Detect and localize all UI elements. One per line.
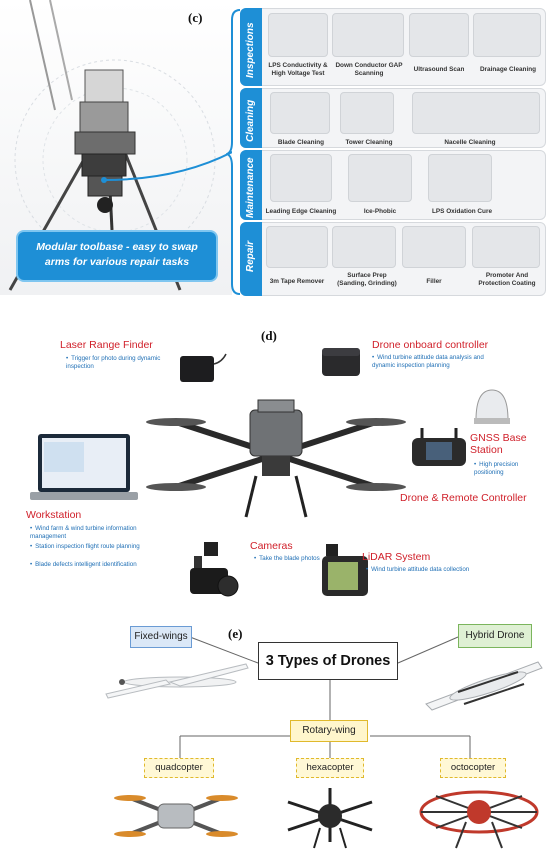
tool-image	[332, 13, 404, 57]
remote-title: Drone & Remote Controller	[400, 492, 527, 504]
tool-image	[473, 13, 541, 57]
drone-image	[146, 399, 406, 518]
hexacopter-image	[287, 788, 373, 849]
tool-image	[270, 92, 330, 134]
category-title: Repair	[245, 240, 256, 272]
category-tab-inspections: Inspections	[240, 8, 262, 86]
tool-caption: Filler	[426, 278, 442, 285]
tool-caption: Blade Cleaning	[277, 139, 325, 146]
panel-label-c: (c)	[188, 10, 203, 25]
tool-caption: Tower Cleaning	[345, 139, 393, 146]
category-title: Cleaning	[245, 99, 256, 142]
tool-image	[332, 226, 396, 268]
onboard-title: Drone onboard controller	[372, 339, 489, 351]
octocopter-image	[419, 790, 539, 849]
tool-caption: Ultrasound Scan	[413, 66, 465, 73]
category-title: Maintenance	[245, 157, 256, 218]
robot-illustration	[8, 0, 237, 291]
tool-caption: Down Conductor GAP Scanning	[335, 62, 403, 77]
lidar-bullet: Wind turbine attitude data collection	[366, 566, 470, 574]
gnss-bullet: High precision positioning	[474, 461, 534, 476]
tool-image	[412, 92, 540, 134]
tool-image	[409, 13, 469, 57]
workstation-bullet: Blade defects intelligent identification	[30, 561, 148, 569]
gnss-title: GNSS Base Station	[470, 432, 527, 456]
node-root: 3 Types of Drones	[258, 642, 398, 680]
node-fixed-wings: Fixed-wings	[130, 626, 192, 648]
laser-bullet: Trigger for photo during dynamic inspect…	[66, 355, 176, 370]
callout-banner: Modular toolbase - easy to swap arms for…	[18, 232, 216, 280]
tree-connectors	[179, 636, 471, 758]
hybrid-drone-image	[425, 661, 543, 711]
tool-caption: Leading Edge Cleaning	[265, 208, 337, 215]
category-tab-maintenance: Maintenance	[240, 150, 262, 220]
cameras-title: Cameras	[250, 540, 293, 552]
tool-caption: Promoter And Protection Coating	[478, 272, 536, 287]
tool-caption: Nacelle Cleaning	[444, 139, 496, 146]
laser-device-image	[180, 353, 227, 382]
gnss-dome-image	[474, 389, 510, 424]
lidar-title: LiDAR System	[362, 551, 431, 563]
lidar-image	[322, 544, 368, 596]
workstation-bullet: Wind farm & wind turbine information man…	[30, 525, 148, 540]
category-title: Inspections	[245, 22, 256, 78]
tool-image	[428, 154, 492, 202]
fixed-wing-drone-image	[105, 663, 249, 699]
category-tab-repair: Repair	[240, 222, 262, 296]
node-octocopter: octocopter	[440, 758, 506, 778]
tool-caption: Drainage Cleaning	[479, 66, 537, 73]
node-rotary-wing: Rotary-wing	[290, 720, 368, 742]
tool-caption: Ice-Phobic	[363, 208, 397, 215]
laser-title: Laser Range Finder	[60, 339, 153, 351]
tool-image	[348, 154, 412, 202]
laptop-image	[30, 434, 138, 500]
workstation-bullet: Station inspection flight route planning	[30, 543, 148, 551]
tool-image	[472, 226, 540, 268]
node-hybrid-drone: Hybrid Drone	[458, 624, 532, 648]
workstation-title: Workstation	[26, 509, 82, 521]
brace-connector	[226, 9, 241, 295]
node-quadcopter: quadcopter	[144, 758, 214, 778]
tool-caption: Surface Prep (Sanding, Grinding)	[337, 272, 397, 287]
tool-image	[268, 13, 328, 57]
tool-caption: LPS Oxidation Cure	[431, 208, 492, 215]
tool-caption: LPS Conductivity & High Voltage Test	[268, 62, 328, 77]
onboard-controller-image	[322, 348, 360, 376]
quadcopter-image	[114, 795, 238, 837]
tool-caption: 3m Tape Remover	[269, 278, 325, 285]
remote-controller-image	[412, 428, 466, 466]
tool-image	[340, 92, 394, 134]
tool-image	[402, 226, 466, 268]
panel-label-e: (e)	[228, 626, 243, 641]
cameras-bullet: Take the blade photos	[254, 555, 364, 563]
tool-image	[270, 154, 332, 202]
tool-image	[266, 226, 328, 268]
camera-gimbal-image	[190, 542, 239, 597]
onboard-bullet: Wind turbine attitude data analysis and …	[372, 354, 496, 369]
node-hexacopter: hexacopter	[296, 758, 364, 778]
category-tab-cleaning: Cleaning	[240, 88, 262, 148]
panel-label-d: (d)	[261, 328, 277, 343]
